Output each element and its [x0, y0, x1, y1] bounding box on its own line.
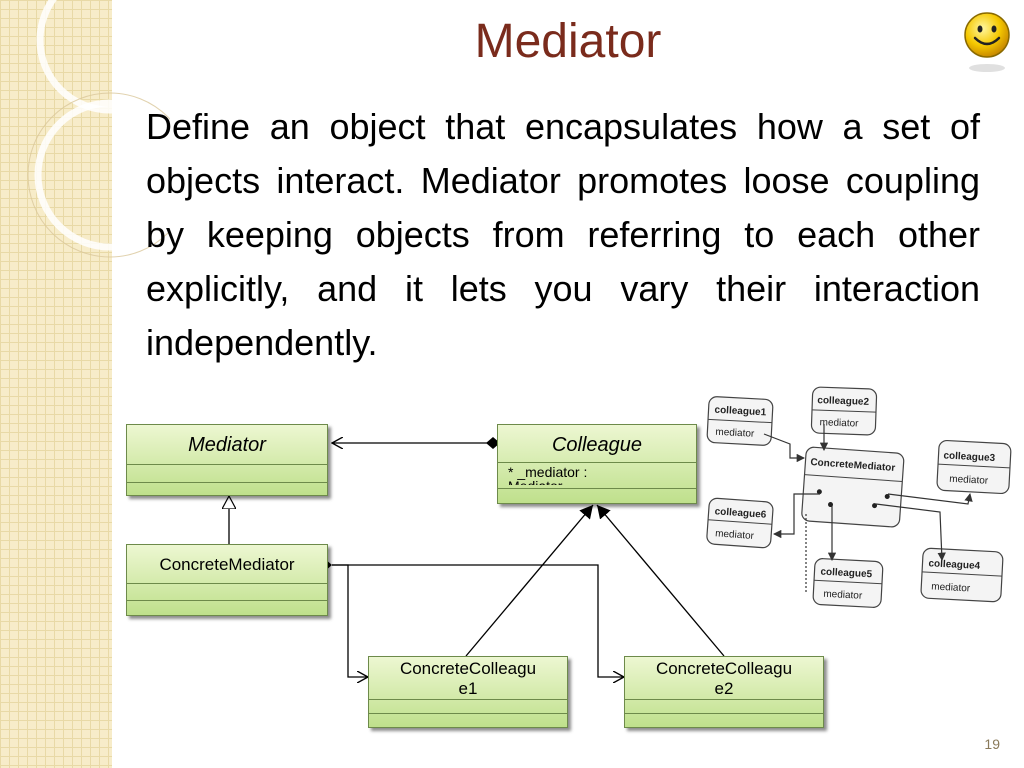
concrete-colleague2-inherits	[596, 504, 725, 657]
page-number: 19	[984, 736, 1000, 752]
definition-text: Define an object that encapsulates how a…	[146, 106, 980, 363]
object-field: mediator	[949, 474, 989, 487]
concrete-colleague1-inherits	[465, 504, 594, 657]
object-name: colleague6	[714, 506, 767, 521]
object-name: colleague4	[928, 558, 981, 572]
uml-attribute: * _mediator : Mediator	[508, 465, 588, 485]
colleague-mediator-association	[332, 437, 500, 449]
object-field: mediator	[819, 417, 859, 429]
uml-class-concrete-colleague1: ConcreteColleagu e1	[368, 656, 568, 728]
object-concrete-mediator: ConcreteMediator	[801, 446, 905, 528]
uml-class-concrete-colleague2: ConcreteColleagu e2	[624, 656, 824, 728]
object-colleague2: colleague2 mediator	[810, 386, 878, 436]
uml-class-name: Colleague	[551, 434, 643, 456]
uml-divider	[369, 713, 567, 714]
object-colleague4: colleague4 mediator	[920, 547, 1004, 603]
uml-divider	[625, 699, 823, 700]
object-colleague3: colleague3 mediator	[936, 439, 1012, 495]
object-colleague1: colleague1 mediator	[706, 396, 774, 446]
uml-divider	[127, 583, 327, 584]
uml-class-name: ConcreteMediator	[159, 555, 295, 574]
object-name: colleague1	[714, 405, 767, 419]
object-name: colleague3	[943, 450, 996, 464]
object-interaction-diagram: colleague1 mediator colleague2 mediator …	[706, 386, 1012, 608]
object-field: mediator	[715, 528, 755, 542]
uml-class-colleague: Colleague * _mediator : Mediator	[497, 424, 697, 504]
slide-title: Mediator	[474, 15, 662, 68]
uml-divider	[127, 482, 327, 483]
uml-class-concrete-mediator: ConcreteMediator	[126, 544, 328, 616]
object-colleague5: colleague5 mediator	[812, 558, 884, 608]
object-field: mediator	[715, 427, 755, 440]
smiley-face-icon	[964, 12, 1010, 72]
uml-divider	[498, 462, 696, 463]
uml-divider	[625, 713, 823, 714]
object-name: colleague5	[820, 567, 873, 581]
object-name: colleague2	[817, 395, 869, 408]
uml-class-name: ConcreteColleagu e2	[655, 659, 793, 698]
uml-class-mediator: Mediator	[126, 424, 328, 496]
uml-divider	[127, 600, 327, 601]
uml-divider	[369, 699, 567, 700]
uml-class-name: ConcreteColleagu e1	[399, 659, 537, 698]
object-field: mediator	[823, 589, 863, 602]
object-field: mediator	[931, 581, 971, 594]
uml-divider	[127, 464, 327, 465]
uml-class-name: Mediator	[188, 434, 266, 456]
object-colleague6: colleague6 mediator	[706, 497, 774, 549]
uml-divider	[498, 488, 696, 489]
decorative-rings	[27, 0, 170, 258]
